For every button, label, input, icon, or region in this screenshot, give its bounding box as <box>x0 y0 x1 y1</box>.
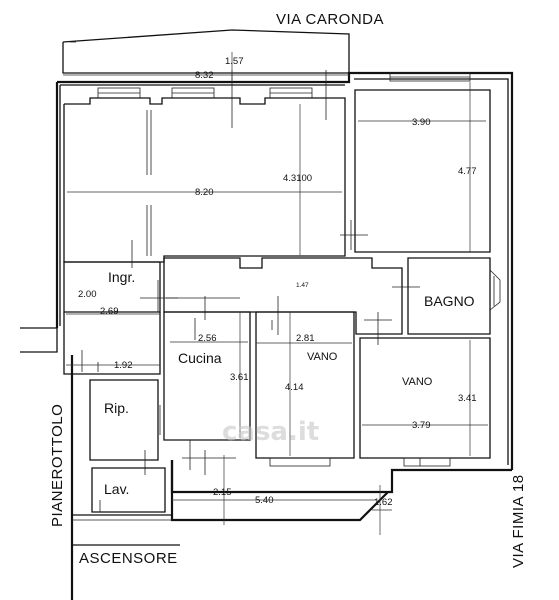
landing-label: PIANEROTTOLO <box>49 404 66 527</box>
dim-3-90: 3.90 <box>412 117 431 128</box>
storage-room <box>89 379 159 475</box>
dim-2-81: 2.81 <box>296 333 315 344</box>
room-label-entrance: Ingr. <box>108 269 135 285</box>
dim-3-41: 3.41 <box>458 393 477 404</box>
balcony-outline <box>62 29 350 74</box>
dim-4-77: 4.77 <box>458 166 477 177</box>
room-label-storage: Rip. <box>104 400 129 416</box>
dim-1-47: 1.47 <box>296 282 309 289</box>
dim-2-15: 2.15 <box>213 487 232 498</box>
dim-8-32: 8.32 <box>195 70 214 81</box>
laundry-room <box>91 467 166 513</box>
center-room <box>255 311 355 467</box>
dim-1-92: 1.92 <box>114 360 133 371</box>
room-label-kitchen: Cucina <box>178 350 222 366</box>
dim-3-79: 3.79 <box>412 420 431 431</box>
room-label-laundry: Lav. <box>104 481 129 497</box>
bathroom <box>392 257 501 335</box>
dim-5-40: 5.40 <box>255 495 274 506</box>
street-label-east: VIA FIMIA 18 <box>510 474 527 568</box>
elevator-label: ASCENSORE <box>79 550 178 567</box>
dim-1-62: 1.62 <box>374 497 393 508</box>
street-label-north: VIA CARONDA <box>276 11 384 28</box>
dim-4-3100: 4.3100 <box>283 173 312 184</box>
dim-8-20: 8.20 <box>195 187 214 198</box>
watermark: casa.it <box>222 417 319 447</box>
lower-walls <box>72 460 389 546</box>
dim-4-14: 4.14 <box>285 382 304 393</box>
room-label-right: VANO <box>402 376 433 388</box>
dimension-lines <box>63 52 488 535</box>
right-lower-room <box>359 337 491 467</box>
landing-corridor <box>20 312 161 600</box>
dim-2-56: 2.56 <box>198 333 217 344</box>
right-top-room <box>340 89 491 253</box>
living-room <box>63 70 346 263</box>
kitchen <box>159 311 251 475</box>
dim-3-61: 3.61 <box>230 372 249 383</box>
dim-2-69: 2.69 <box>100 306 119 317</box>
room-label-center: VANO <box>307 351 338 363</box>
hall <box>163 257 403 345</box>
dim-2-00: 2.00 <box>78 289 97 300</box>
dim-1-57: 1.57 <box>225 56 244 67</box>
room-label-bathroom: BAGNO <box>424 293 475 309</box>
